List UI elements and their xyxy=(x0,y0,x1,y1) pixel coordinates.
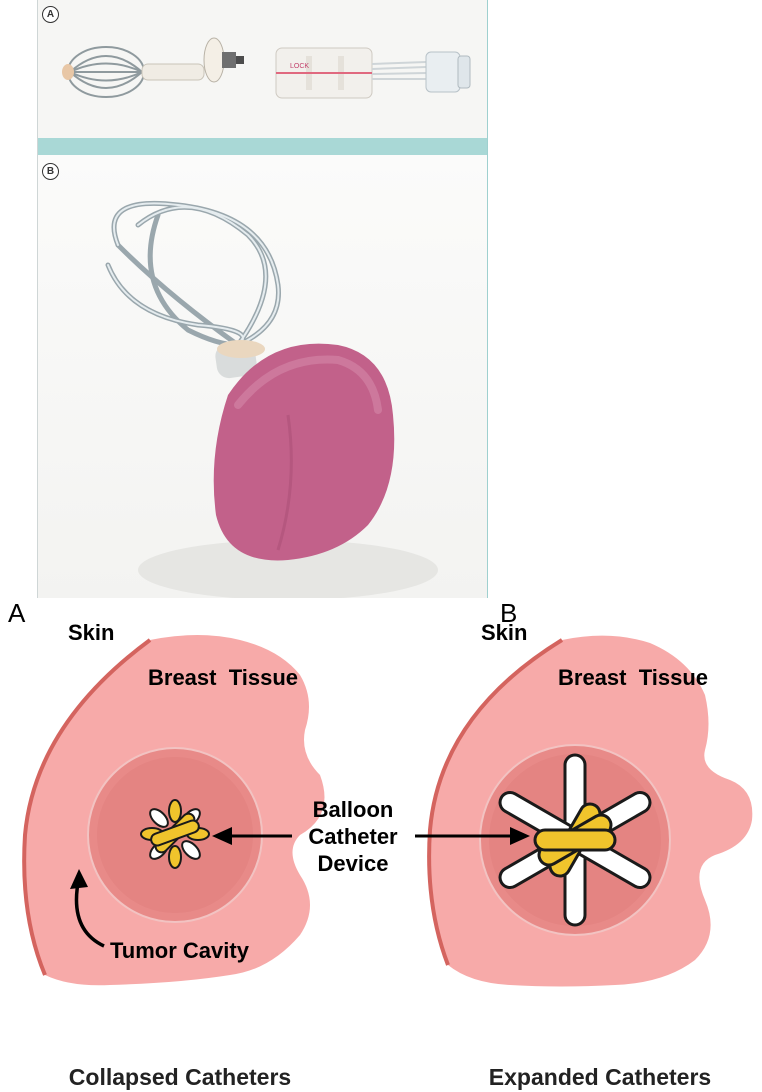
tumor-cavity-label: Tumor Cavity xyxy=(110,938,250,963)
right-skin-label: Skin xyxy=(481,620,527,645)
left-tissue-label: Breast Tissue xyxy=(148,665,298,690)
catheter-schematic: Skin Breast Tissue Tumor Cavity Balloon … xyxy=(0,615,762,1092)
left-skin-label: Skin xyxy=(68,620,114,645)
panel-divider xyxy=(38,138,487,155)
device-photo-b xyxy=(38,155,487,598)
collapsed-catheter-cluster xyxy=(141,800,209,868)
right-tissue-label: Breast Tissue xyxy=(558,665,708,690)
center-label-line3: Device xyxy=(318,851,389,876)
right-caption: Expanded Catheters xyxy=(489,1064,711,1090)
center-label-line1: Balloon xyxy=(313,797,394,822)
photo-label-a: A xyxy=(42,6,59,23)
photo-panel: A LOCK xyxy=(37,0,488,598)
lock-label: LOCK xyxy=(290,63,309,70)
photo-label-b: B xyxy=(42,163,59,180)
photo-a-collapsed-device: A LOCK xyxy=(38,0,487,138)
left-caption: Collapsed Catheters xyxy=(69,1064,291,1090)
device-photo-a: LOCK xyxy=(38,0,487,138)
photo-b-expanded-device: B xyxy=(38,155,487,598)
center-label-line2: Catheter xyxy=(308,824,398,849)
